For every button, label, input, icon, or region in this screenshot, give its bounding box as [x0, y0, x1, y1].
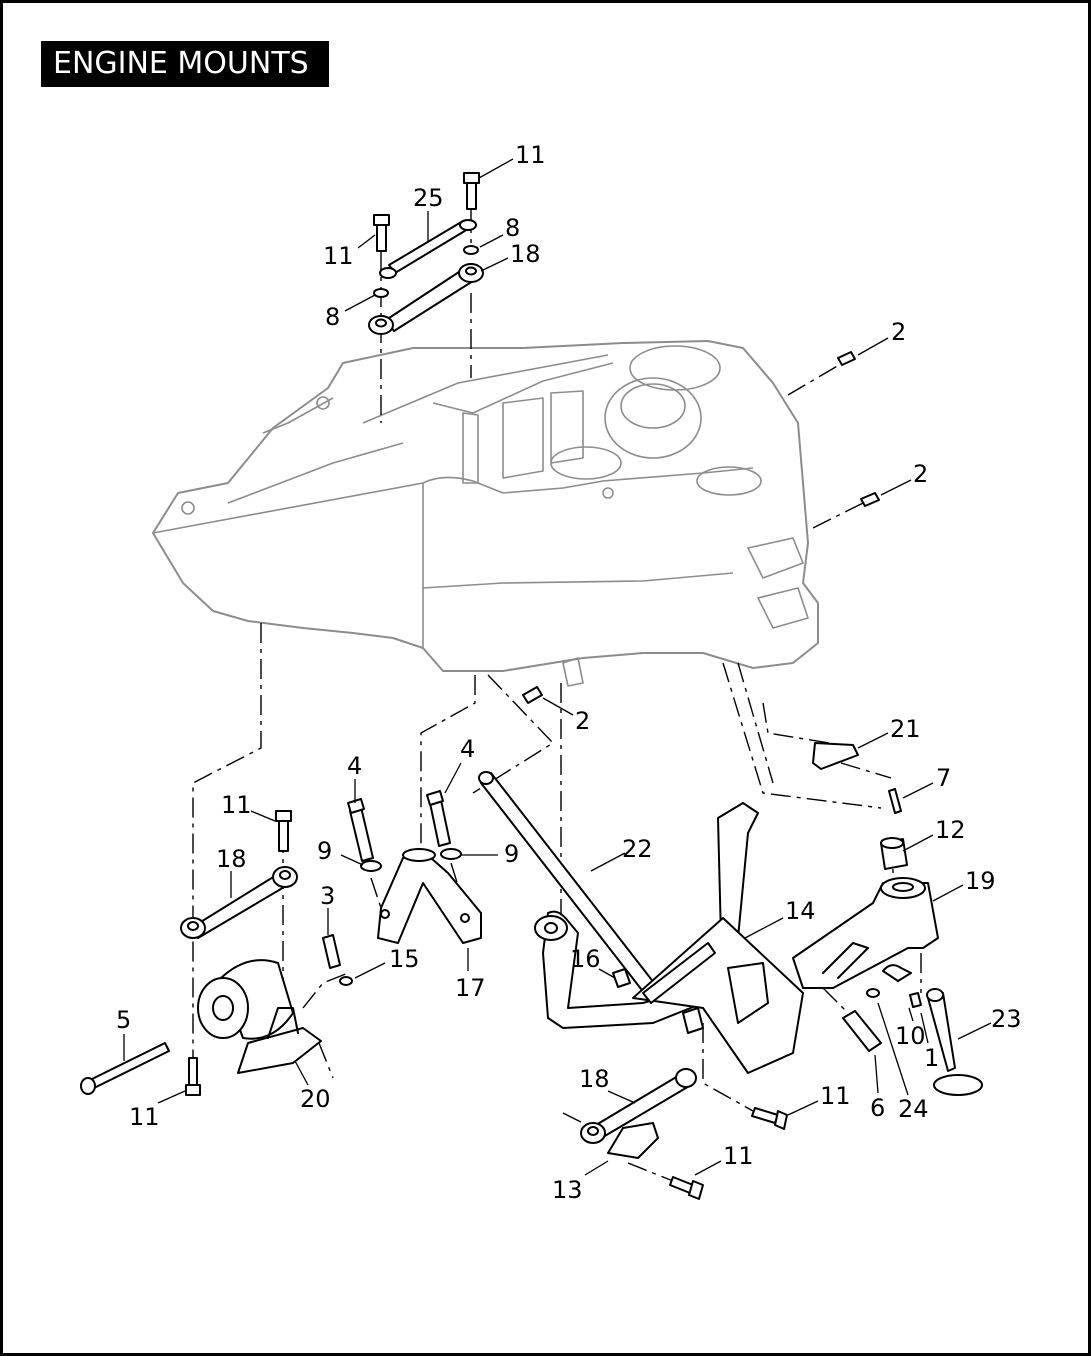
callout-label: 10: [895, 1022, 926, 1050]
callout-label: 11: [723, 1142, 754, 1170]
right-mount-assembly: [792, 742, 983, 1096]
motorcycle-frame: [152, 340, 819, 687]
callout-label: 8: [505, 214, 520, 242]
left-mount-assembly: [80, 810, 322, 1096]
callout-label: 17: [455, 974, 486, 1002]
callout-label: 23: [991, 1005, 1022, 1033]
callout-label: 8: [325, 303, 340, 331]
callout-label: 9: [504, 840, 519, 868]
callout-label: 4: [347, 752, 362, 780]
callout-label: 18: [216, 845, 247, 873]
callout-label: 11: [129, 1103, 160, 1131]
callout-label: 19: [965, 867, 996, 895]
callout-label: 12: [935, 816, 966, 844]
callout-label: 18: [510, 240, 541, 268]
callout-label: 25: [413, 184, 444, 212]
callout-label: 14: [785, 897, 816, 925]
callout-label: 7: [936, 764, 951, 792]
callout-label: 6: [870, 1094, 885, 1122]
stabilizer-assembly: [478, 771, 804, 1074]
callout-label: 2: [891, 318, 906, 346]
callout-label: 11: [515, 141, 546, 169]
exploded-view-drawing: 11 25 8 18 11 8 2 2 2 21 7 4 4 11 18 9 9…: [80, 141, 1022, 1204]
callout-label: 13: [552, 1176, 583, 1204]
callout-labels: 11 25 8 18 11 8 2 2 2 21 7 4 4 11 18 9 9…: [116, 141, 1022, 1204]
callout-label: 22: [622, 835, 653, 863]
center-bracket: [322, 790, 482, 986]
callout-label: 5: [116, 1006, 131, 1034]
callout-label: 2: [913, 460, 928, 488]
callout-label: 3: [320, 882, 335, 910]
callout-label: 18: [579, 1065, 610, 1093]
callout-label: 24: [898, 1095, 929, 1123]
callout-label: 16: [570, 945, 601, 973]
callout-label: 9: [317, 837, 332, 865]
callout-label: 11: [820, 1082, 851, 1110]
callout-label: 1: [924, 1044, 939, 1072]
callout-label: 15: [389, 945, 420, 973]
callout-label: 21: [890, 715, 921, 743]
callout-label: 4: [460, 735, 475, 763]
callout-leaders: [123, 158, 992, 1176]
callout-label: 20: [300, 1085, 331, 1113]
callout-label: 11: [323, 242, 354, 270]
upper-tie-links: [368, 172, 484, 335]
lower-link-assembly: [580, 1068, 788, 1200]
diagram-title: ENGINE MOUNTS: [41, 41, 329, 87]
callout-label: 2: [575, 707, 590, 735]
callout-label: 11: [221, 791, 252, 819]
frame-bolts: [522, 351, 880, 704]
